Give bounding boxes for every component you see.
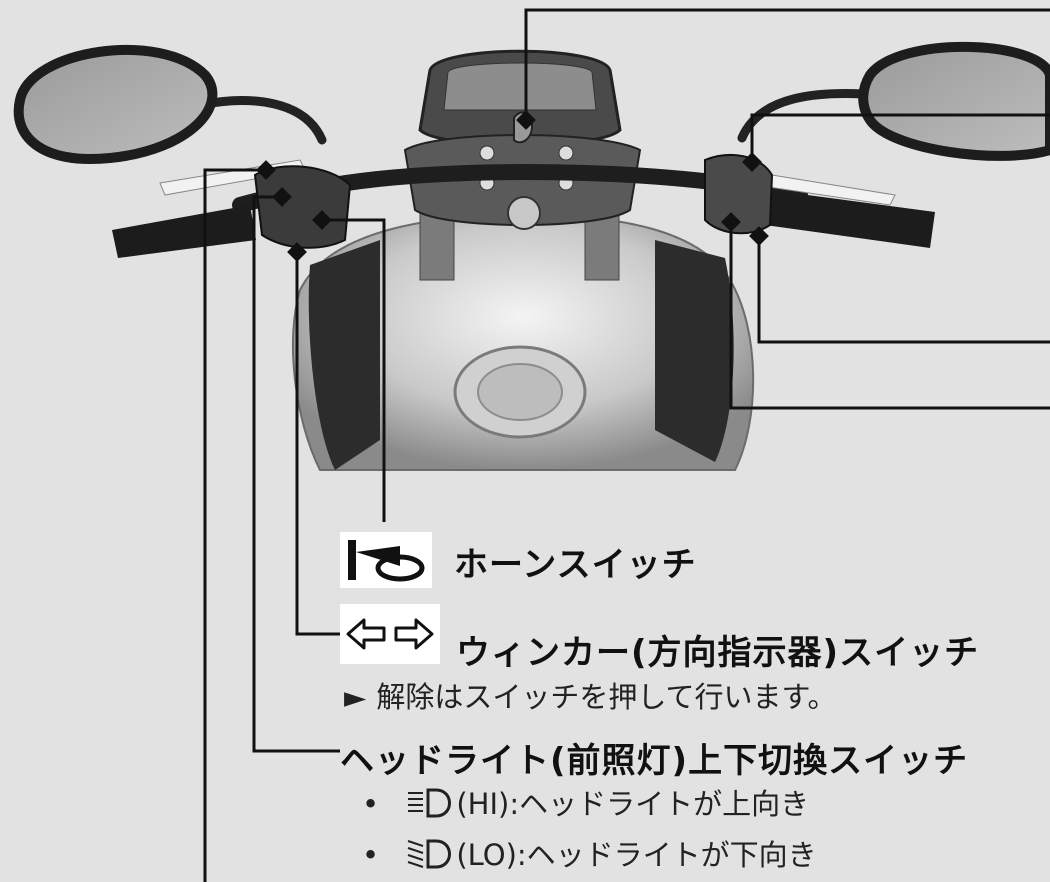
right-grip	[765, 190, 935, 248]
horn-icon	[348, 540, 425, 582]
right-mirror	[858, 41, 1050, 161]
leader-point	[256, 160, 276, 180]
leader-right-lower	[757, 236, 1050, 344]
fuel-cap-center	[477, 363, 563, 421]
leader-right-back	[729, 222, 1050, 410]
steering-stem-nut	[507, 196, 541, 230]
leader-horn	[322, 218, 386, 522]
left-side-panel	[308, 240, 380, 470]
turn-signal-arrows-icon	[346, 618, 434, 650]
leader-point	[272, 187, 292, 207]
high-beam-icon	[408, 788, 452, 818]
right-switch-housing	[704, 154, 774, 235]
left-switch-housing	[253, 165, 352, 249]
headlight-switch-label: ヘッドライト(前照灯)上下切換スイッチ	[340, 741, 969, 781]
headlight-item-lo: • (LO):ヘッドライトが下向き	[362, 832, 817, 874]
bullet: •	[362, 787, 380, 821]
leader-lines	[203, 8, 1050, 882]
leader-headlight-flash	[203, 168, 266, 882]
headlight-item-hi: • (HI):ヘッドライトが上向き	[362, 781, 809, 823]
horn-switch-label: ホーンスイッチ	[454, 545, 697, 585]
leader-right-upper	[750, 113, 1050, 162]
note-marker: ►	[344, 680, 367, 714]
left-grip	[112, 205, 256, 258]
winker-icon-box	[340, 604, 440, 664]
instrument-screen	[443, 62, 597, 111]
right-side-panel	[655, 240, 734, 462]
winker-note: ► 解除はスイッチを押して行います。	[344, 674, 837, 716]
clamp-bolt	[479, 145, 495, 161]
leader-ignition	[524, 8, 1050, 120]
horn-icon-box	[340, 532, 432, 588]
headlight-hi-text: (HI):ヘッドライトが上向き	[456, 787, 810, 821]
left-mirror	[13, 44, 218, 164]
leader-point	[312, 210, 332, 230]
winker-note-text: 解除はスイッチを押して行います。	[376, 680, 837, 714]
clamp-bolt	[558, 145, 574, 161]
headlight-lo-text: (LO):ヘッドライトが下向き	[456, 838, 817, 872]
low-beam-icon	[408, 839, 452, 869]
leader-dimmer	[252, 195, 340, 753]
bullet: •	[362, 838, 380, 872]
winker-switch-label: ウィンカー(方向指示器)スイッチ	[456, 633, 980, 673]
leader-point	[287, 242, 307, 262]
left-mirror-stem	[195, 96, 327, 145]
leader-winker	[295, 252, 340, 636]
